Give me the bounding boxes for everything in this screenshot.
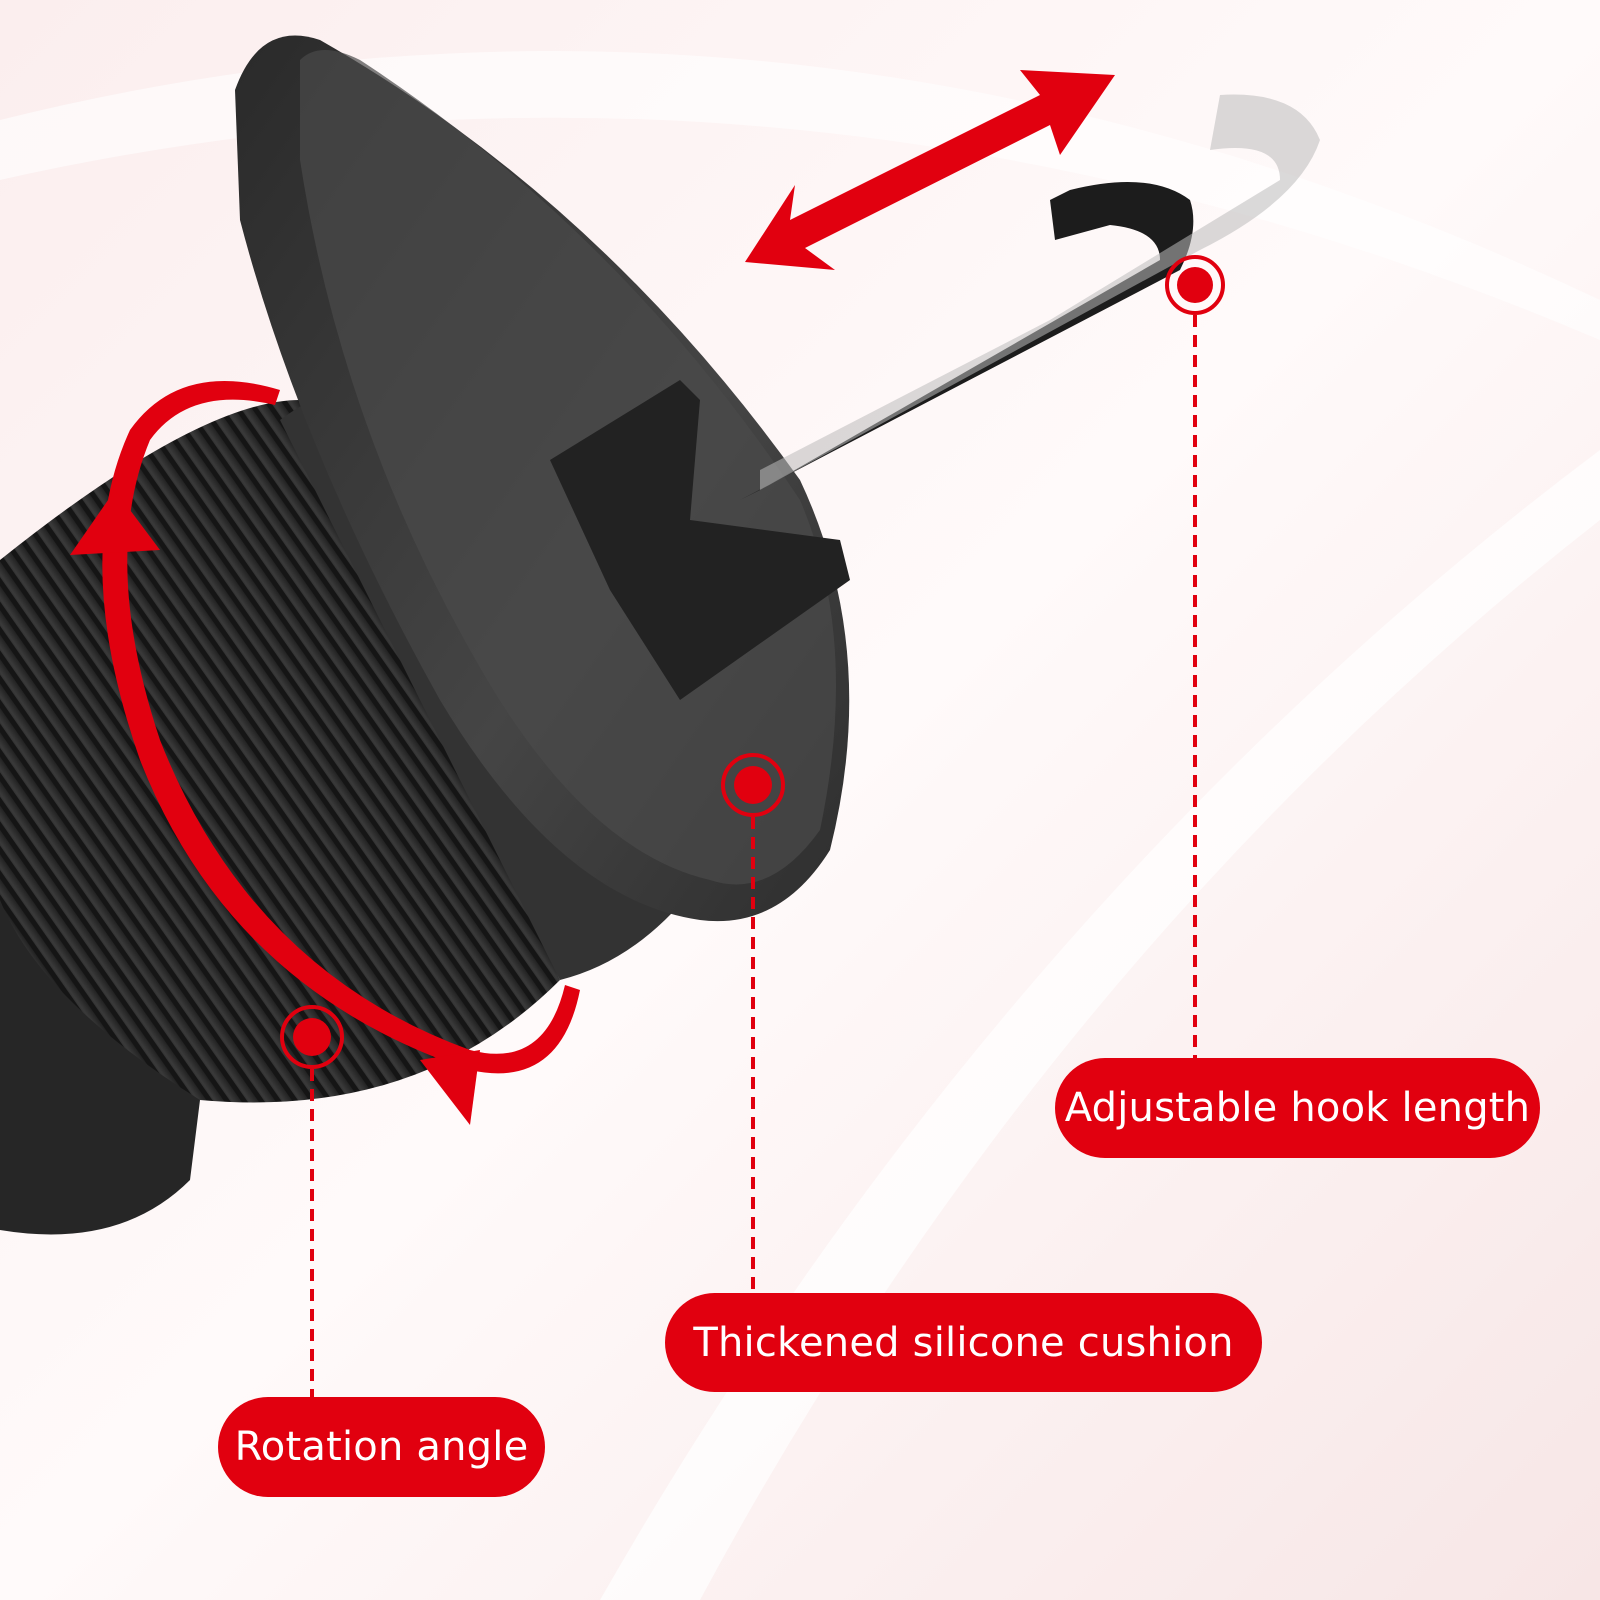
label-rotation-angle: Rotation angle — [218, 1397, 545, 1497]
label-adjustable-hook-length: Adjustable hook length — [1055, 1058, 1540, 1158]
clip — [550, 380, 850, 700]
hook-extended-ghost — [760, 94, 1320, 490]
knurled-ring — [0, 400, 560, 1103]
rotation-arrow-icon — [102, 381, 581, 1074]
label-thickened-silicone-cushion: Thickened silicone cushion — [665, 1293, 1262, 1392]
hook — [740, 182, 1194, 500]
mount-body — [0, 35, 1320, 1235]
hook-marker-icon — [1165, 255, 1225, 315]
rotation-marker-icon — [280, 1005, 344, 1069]
double-arrow-icon — [745, 70, 1115, 270]
cushion-marker-icon — [721, 753, 785, 817]
accent-graphics — [70, 70, 1115, 1125]
callout-markers — [280, 255, 1225, 1397]
